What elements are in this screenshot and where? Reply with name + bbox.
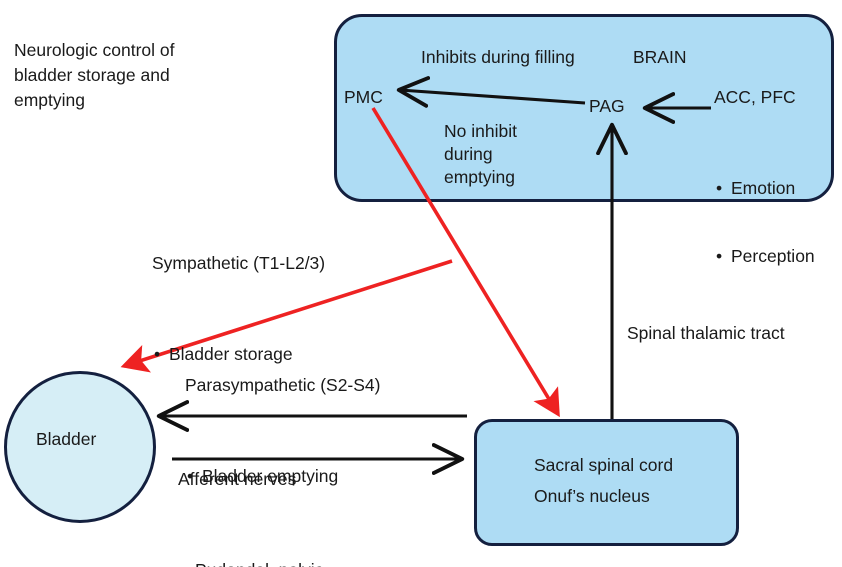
bladder-shape xyxy=(4,371,156,523)
pathway-afferent-title: Afferent nerves xyxy=(178,469,297,489)
no-inhibit-line-3: emptying xyxy=(444,166,516,187)
figure-title-line-1: Neurologic control of xyxy=(14,40,175,60)
pathway-parasympathetic-title: Parasympathetic (S2-S4) xyxy=(185,375,381,395)
acc-pfc-bullet-list: Emotion Perception xyxy=(714,132,815,314)
no-inhibit-line-1: No inhibit xyxy=(444,121,517,141)
afferent-bullet-1-line-1: Pudendal, pelvic, xyxy=(195,560,328,567)
figure-title-line-2: bladder storage and xyxy=(14,64,170,85)
brain-region-label: BRAIN xyxy=(633,47,687,67)
sacral-spinal-cord-text: Sacral spinal cord Onuf’s nucleus xyxy=(534,450,673,512)
pathway-parasympathetic: Parasympathetic (S2-S4) Bladder emptying xyxy=(185,374,381,567)
sympathetic-bullet-list: Bladder storage xyxy=(152,298,325,412)
pathway-sympathetic-title: Sympathetic (T1-L2/3) xyxy=(152,253,326,273)
list-item: Bladder emptying xyxy=(185,465,381,488)
cord-line-1: Sacral spinal cord xyxy=(534,455,674,475)
node-pag-label: PAG xyxy=(589,96,625,116)
label-spinal-thalamic-tract: Spinal thalamic tract xyxy=(627,323,785,343)
parasympathetic-bullet-list: Bladder emptying xyxy=(185,420,381,534)
node-acc-pfc: ACC, PFC Emotion Perception xyxy=(714,86,815,359)
annotation-no-inhibit-during-emptying: No inhibit during emptying xyxy=(444,120,517,188)
afferent-bullet-list: Pudendal, pelvic,hypogastric nerves A an… xyxy=(178,514,342,567)
cord-line-2: Onuf’s nucleus xyxy=(534,486,650,507)
list-item: Pudendal, pelvic,hypogastric nerves xyxy=(178,559,342,567)
sacral-spinal-cord-box xyxy=(474,419,739,546)
list-item: Bladder storage xyxy=(152,343,325,366)
node-pmc-label: PMC xyxy=(344,87,383,107)
no-inhibit-line-2: during xyxy=(444,143,493,164)
node-acc-pfc-label: ACC, PFC xyxy=(714,87,796,107)
figure-title-line-3: emptying xyxy=(14,89,86,110)
pathway-afferent: Afferent nerves Pudendal, pelvic,hypogas… xyxy=(178,468,342,567)
annotation-inhibits-during-filling: Inhibits during filling xyxy=(421,47,575,67)
list-item: Perception xyxy=(714,245,815,268)
bladder-label: Bladder xyxy=(36,429,97,449)
pathway-sympathetic: Sympathetic (T1-L2/3) Bladder storage xyxy=(152,252,325,457)
list-item: Emotion xyxy=(714,177,815,200)
figure-title: Neurologic control of bladder storage an… xyxy=(14,38,175,113)
